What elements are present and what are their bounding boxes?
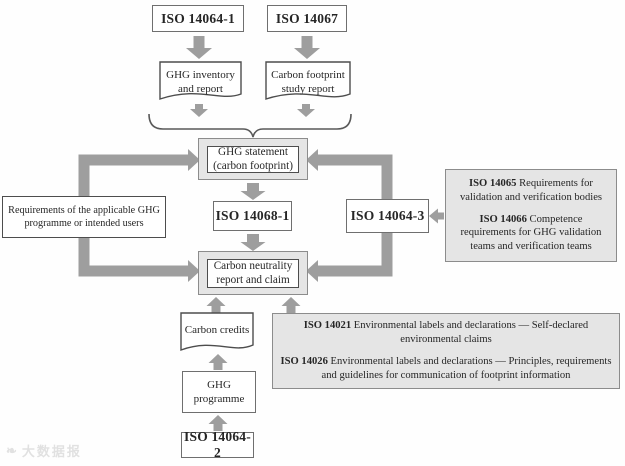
doc-ghg-inventory — [159, 61, 242, 100]
requirements-line1: Requirements of the applicable GHG — [8, 204, 160, 216]
carbon-footprint-line2: study report — [281, 83, 335, 96]
node-carbon-neutrality: Carbon neutrality report and claim — [198, 251, 308, 295]
arrow-ghg-inventory-down — [190, 104, 208, 117]
ghg-statement-line1: GHG statement — [218, 146, 288, 158]
watermark: ❧ 大数据报 — [6, 441, 82, 460]
ghg-inventory-line1: GHG inventory — [166, 69, 235, 81]
panel-entry-iso-14026: ISO 14026 Environmental labels and decla… — [279, 355, 613, 383]
ghg-programme-line2: programme — [193, 393, 245, 405]
carbon-neutrality-line2: report and claim — [216, 274, 290, 286]
node-carbon-credits: Carbon credits — [184, 324, 250, 336]
ghg-statement-line2: (carbon footprint) — [213, 160, 293, 172]
arrowhead-right-bottom — [306, 260, 318, 282]
arrowhead-left-top — [188, 149, 200, 171]
carbon-neutrality-line1: Carbon neutrality — [213, 260, 293, 272]
arrow-credits-to-neutrality — [206, 297, 226, 313]
arrow-iso14067-down — [294, 36, 320, 59]
panel-validation-standards: ISO 14065 Requirements for validation an… — [445, 169, 617, 262]
requirements-line2: programme or intended users — [24, 218, 144, 229]
node-iso-14067: ISO 14067 — [267, 5, 347, 32]
doc-carbon-footprint — [265, 61, 351, 100]
arrow-iso14068-to-neutrality — [240, 234, 266, 251]
node-iso-14064-3: ISO 14064-3 — [346, 199, 429, 233]
ghg-inventory-line2: and report — [178, 83, 223, 96]
arrow-iso14064-2-to-programme — [208, 415, 228, 431]
iso-14066-code: ISO 14066 — [479, 213, 527, 225]
watermark-text: 大数据报 — [21, 444, 82, 459]
watermark-logo-icon: ❧ — [6, 442, 19, 458]
iso-14021-code: ISO 14021 — [303, 320, 352, 332]
iso-14065-code: ISO 14065 — [469, 177, 517, 189]
iso-14026-text: Environmental labels and declarations — … — [321, 356, 612, 381]
arrowhead-left-bottom — [188, 260, 200, 282]
arrow-panel-to-iso14064-3-head — [429, 208, 438, 224]
arrowhead-right-top — [306, 149, 318, 171]
ghg-programme-line1: GHG — [207, 378, 231, 391]
iso-14065-text: Requirements for validation and verifica… — [459, 177, 603, 203]
arrow-iso14064-1-down — [186, 36, 212, 59]
arrow-statement-to-iso14068 — [240, 183, 266, 200]
node-requirements: Requirements of the applicable GHG progr… — [2, 196, 166, 238]
doc-carbon-credits — [180, 312, 254, 351]
arrow-carbon-footprint-down — [297, 104, 315, 117]
panel-entry-iso-14065: ISO 14065 Requirements for validation an… — [452, 177, 610, 205]
node-carbon-footprint-study-report: Carbon footprint study report — [263, 68, 353, 97]
brace-join — [148, 113, 352, 138]
node-ghg-inventory-report: GHG inventory and report — [158, 68, 243, 97]
node-ghg-programme: GHG programme — [182, 371, 256, 413]
node-iso-14064-1: ISO 14064-1 — [152, 5, 244, 32]
panel-entry-iso-14021: ISO 14021 Environmental labels and decla… — [279, 319, 613, 347]
arrow-panel-to-neutrality — [281, 297, 301, 313]
arrow-programme-to-credits — [208, 354, 228, 370]
iso-14021-text: Environmental labels and declarations — … — [351, 320, 589, 346]
iso-14066-text: Competence requirements for GHG validati… — [460, 213, 602, 253]
node-iso-14064-2: ISO 14064-2 — [181, 429, 254, 460]
iso-14026-code: ISO 14026 — [280, 356, 328, 367]
node-ghg-statement: GHG statement (carbon footprint) — [198, 138, 308, 180]
node-iso-14068-1: ISO 14068-1 — [213, 201, 292, 231]
carbon-footprint-line1: Carbon footprint — [271, 69, 345, 81]
panel-label-standards: ISO 14021 Environmental labels and decla… — [272, 313, 620, 389]
panel-entry-iso-14066: ISO 14066 Competence requirements for GH… — [452, 213, 610, 255]
